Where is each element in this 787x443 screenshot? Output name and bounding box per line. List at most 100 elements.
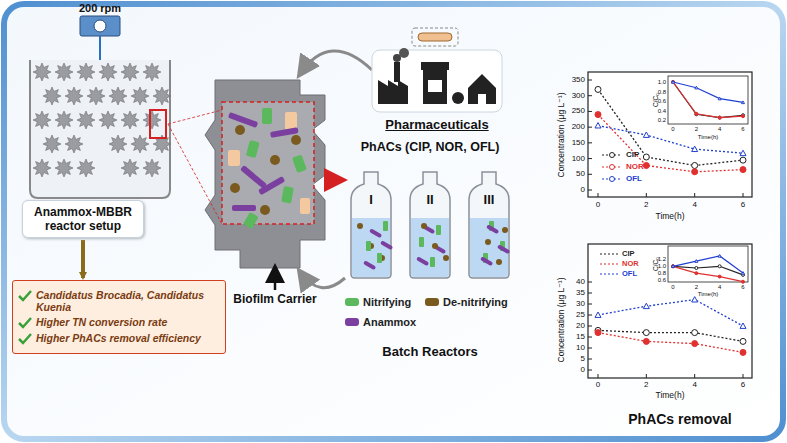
label: 0 (596, 381, 600, 390)
data-line (673, 82, 743, 118)
drawing (646, 193, 647, 197)
data-marker (643, 154, 649, 160)
label: 4 (692, 381, 696, 390)
label: NOR (622, 260, 639, 268)
label: CIP (626, 151, 639, 160)
carrier-symbol (77, 159, 95, 177)
label: 35 (576, 289, 585, 298)
drawing (485, 239, 491, 245)
microbe-symbol (228, 112, 258, 128)
label: 4 (718, 126, 721, 133)
drawing (588, 174, 592, 175)
data-marker (672, 81, 675, 84)
drawing (743, 193, 744, 197)
results-box: Candidatus Brocadia, Candidatus KueniaHi… (12, 280, 226, 354)
microbe-symbol (292, 155, 307, 173)
drawing (588, 304, 592, 305)
drawing (480, 256, 493, 266)
data-marker (718, 265, 721, 268)
data-marker (740, 349, 746, 355)
carrier-symbol (143, 111, 161, 129)
legend-line (600, 254, 618, 255)
label: PhACs removal (628, 412, 731, 427)
data-marker (692, 162, 698, 168)
drawing (421, 223, 427, 229)
carrier-symbol (65, 135, 83, 153)
data-marker (692, 330, 698, 336)
label: 2 (644, 381, 648, 390)
carrier-symbol (43, 87, 61, 105)
drawing (694, 193, 695, 197)
label: 0.6 (658, 98, 666, 105)
data-marker (740, 323, 746, 328)
legend-line (600, 274, 618, 275)
check-row: Higher PhACs removal efficiency (18, 332, 220, 345)
drawing (598, 374, 599, 378)
legend-item: Nitrifying (345, 296, 411, 308)
label: 1.0 (658, 263, 666, 270)
label: 10 (576, 344, 585, 353)
check-mark (18, 333, 32, 345)
label: 30 (576, 300, 585, 309)
carrier-symbol (121, 159, 139, 177)
microbe-symbol (285, 112, 297, 130)
node-text: II (406, 192, 454, 207)
drawing (419, 237, 424, 247)
data-line (673, 266, 743, 281)
drawing (588, 293, 592, 294)
label: 0.8 (658, 88, 666, 95)
drawing (588, 348, 592, 349)
data-line (598, 300, 743, 326)
legend-text: Nitrifying (363, 296, 411, 308)
data-marker (742, 272, 745, 275)
label: 40 (576, 278, 585, 287)
data-line (598, 330, 743, 341)
drawing (646, 374, 647, 378)
drawing (588, 95, 592, 96)
drawing (366, 241, 371, 251)
data-marker (695, 113, 698, 116)
data-marker (718, 255, 721, 258)
data-marker (595, 330, 601, 336)
microbe-symbol (281, 186, 294, 203)
label: 6 (741, 201, 745, 210)
drawing (411, 218, 449, 277)
node-text: III (465, 192, 513, 207)
label: 20 (576, 322, 585, 331)
data-marker (740, 167, 746, 173)
data-marker (672, 265, 675, 268)
data-marker (718, 116, 721, 119)
label: Concentration (μg L⁻¹) (557, 93, 566, 178)
label: 0 (581, 186, 585, 195)
drawing (380, 240, 393, 250)
data-line (598, 333, 743, 353)
data-line (673, 256, 743, 273)
node-text: Higher PhACs removal efficiency (36, 332, 201, 344)
label: 1.2 (658, 256, 666, 263)
drawing (588, 370, 592, 371)
data-marker (692, 146, 698, 151)
label: 6 (741, 126, 744, 133)
label: 200 rpm (79, 2, 121, 14)
drawing (486, 224, 499, 234)
data-marker (695, 272, 698, 275)
drawing (502, 227, 508, 233)
label: 250 (572, 107, 585, 116)
data-marker (695, 267, 698, 270)
carrier-symbol (109, 135, 127, 153)
bottle: II (406, 170, 454, 280)
label: Time(h) (698, 134, 718, 141)
label: 200 (572, 123, 585, 132)
flow-arrow (81, 240, 85, 278)
label: 0 (671, 126, 674, 133)
check-mark (18, 290, 32, 302)
data-line (598, 115, 743, 172)
data-marker (695, 86, 698, 89)
legend-item: De-nitrifying (425, 296, 508, 308)
carrier-symbol (55, 63, 73, 81)
carrier-symbol (121, 63, 139, 81)
label: 350 (572, 76, 585, 85)
drawing (598, 193, 599, 197)
node-text: I (347, 192, 395, 207)
